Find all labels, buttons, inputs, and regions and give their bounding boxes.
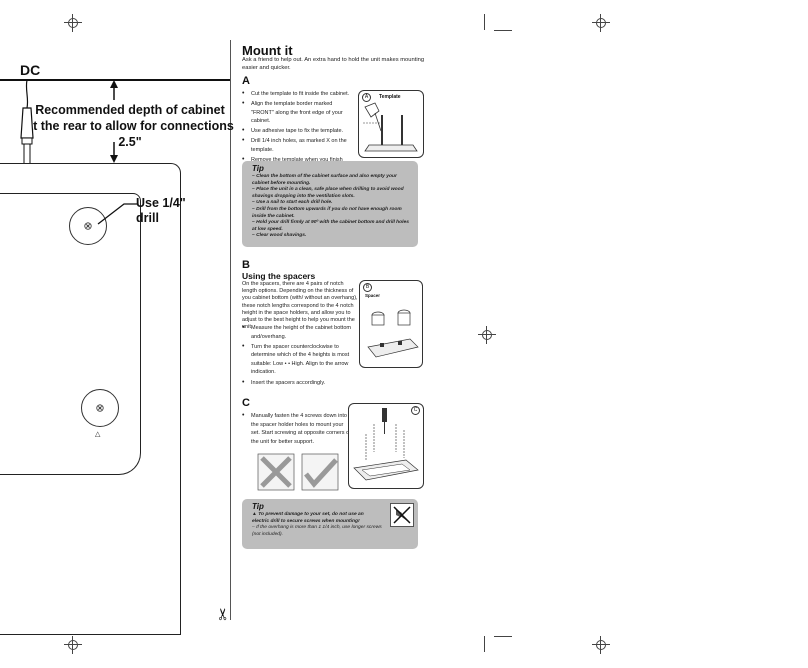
step-a-list: Cut the template to fit inside the cabin… xyxy=(242,90,354,175)
dc-connector-icon xyxy=(20,80,34,164)
template-panel: DC Recommended depth of cabinet at the r… xyxy=(0,0,234,668)
depth-line-3: 2.5" xyxy=(118,135,142,149)
step-c-item: Manually fasten the 4 screws down into t… xyxy=(242,412,352,446)
step-b-item: Turn the spacer counterclockwise to dete… xyxy=(242,343,358,377)
screwdriver-wrong-right-illustration xyxy=(257,453,339,491)
figure-b-tag: B xyxy=(363,283,372,292)
registration-mark-bottom-right xyxy=(592,636,610,654)
registration-mark-bottom-left xyxy=(64,636,82,654)
tip-box-1: Tip – Clean the bottom of the cabinet su… xyxy=(242,161,418,247)
top-edge-line xyxy=(0,79,230,81)
tip-2-warning-line: ▲ To prevent damage to your set, do not … xyxy=(252,512,382,525)
dc-label: DC xyxy=(20,62,41,78)
registration-mark-top-left xyxy=(64,14,82,32)
crop-mark xyxy=(494,636,512,637)
crop-mark xyxy=(484,14,485,30)
unit-outline-outer xyxy=(0,163,181,635)
tip-box-2: Tip ▲ To prevent damage to your set, do … xyxy=(242,499,418,549)
figure-c: C xyxy=(348,403,424,489)
drill-hole-1: ⊗ xyxy=(69,207,107,245)
spacer-illustration xyxy=(367,309,419,358)
tip-2-warning: To prevent damage to your set, do not us… xyxy=(252,512,364,524)
crop-mark xyxy=(484,636,485,652)
tip-2-lines: ▲ To prevent damage to your set, do not … xyxy=(242,512,418,538)
step-b-heading: B xyxy=(242,259,250,271)
tip-1-line: – Clear wood shavings. xyxy=(252,233,307,239)
drill-leader-line xyxy=(97,203,138,225)
figure-c-tag: C xyxy=(411,406,420,415)
step-c-list: Manually fasten the 4 screws down into t… xyxy=(242,412,352,448)
step-b-list: Measure the height of the cabinet bottom… xyxy=(242,324,358,389)
crop-mark xyxy=(494,30,512,31)
step-a-item: Align the template border marked "FRONT"… xyxy=(242,100,354,126)
drill-size-label: Use 1/4" drill xyxy=(136,196,186,226)
drill-hole-2: ⊗ xyxy=(81,389,119,427)
front-arrow-icon: △ xyxy=(95,431,101,438)
figure-a: A Template xyxy=(358,90,424,158)
depth-dimension-arrows xyxy=(110,80,118,163)
drill-mark-icon: ⊗ xyxy=(95,402,105,415)
spacers-subtitle: Using the spacers xyxy=(242,271,316,281)
figure-a-tag: A xyxy=(362,93,371,102)
step-c-heading: C xyxy=(242,397,250,409)
tip-2-line: – If the overhang is more than 1 1/4 inc… xyxy=(252,525,382,537)
warning-icon: ▲ xyxy=(252,512,259,517)
depth-text-block: Recommended depth of cabinet at the rear… xyxy=(25,102,235,150)
tip-1-line: – Hold your drill firmly at 90º with the… xyxy=(252,220,409,232)
registration-mark-top-right xyxy=(592,14,610,32)
figure-b: B Spacer xyxy=(359,280,423,368)
unit-outline-inner xyxy=(0,193,141,475)
step-b-item: Insert the spacers accordingly. xyxy=(242,379,358,388)
drilling-illustration xyxy=(363,102,418,152)
step-a-item: Use adhesive tape to fix the template. xyxy=(242,127,354,136)
figure-a-label: Template xyxy=(379,94,401,100)
section-title: Mount it xyxy=(242,43,293,58)
tip-1-title: Tip xyxy=(252,164,264,173)
drill-line-1: Use 1/4" xyxy=(136,196,186,210)
screw-mounting-illustration xyxy=(353,408,419,481)
step-a-item: Cut the template to fit inside the cabin… xyxy=(242,90,354,99)
figure-b-label: Spacer xyxy=(365,293,381,298)
fold-line xyxy=(230,40,231,620)
tip-1-line: – Use a nail to start each drill hole. xyxy=(252,200,333,206)
drill-mark-icon: ⊗ xyxy=(83,220,93,233)
no-electric-drill-icon xyxy=(390,503,414,527)
tip-1-line: – Place the unit in a clean, safe place … xyxy=(252,187,404,199)
depth-line-1: Recommended depth of cabinet xyxy=(35,103,225,117)
step-a-heading: A xyxy=(242,75,250,87)
tip-1-line: – Clean the bottom of the cabinet surfac… xyxy=(252,174,397,186)
tip-1-line: – Drill from the bottom upwards if you d… xyxy=(252,206,402,219)
depth-line-2: at the rear to allow for connections xyxy=(26,119,234,133)
step-b-item: Measure the height of the cabinet bottom… xyxy=(242,324,358,341)
registration-mark-right xyxy=(478,326,496,344)
tip-1-lines: – Clean the bottom of the cabinet surfac… xyxy=(242,174,418,240)
tip-2-title: Tip xyxy=(252,502,264,511)
section-intro: Ask a friend to help out. An extra hand … xyxy=(242,57,425,71)
step-a-item: Drill 1/4 inch holes, as marked X on the… xyxy=(242,137,354,154)
drill-line-2: drill xyxy=(136,211,159,225)
